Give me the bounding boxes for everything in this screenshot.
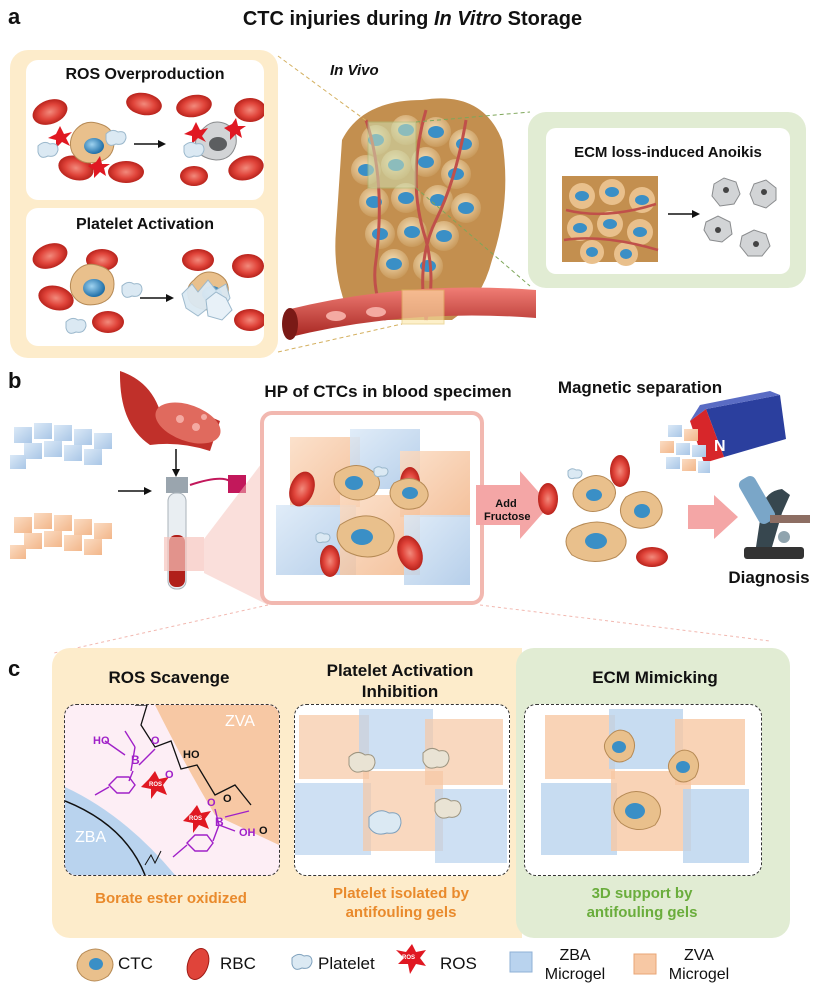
platelet-isolation-illustration <box>295 709 507 863</box>
legend-ctc: CTC <box>118 954 153 973</box>
magnet-icon <box>690 391 786 463</box>
ros-badge-2: ROS <box>189 816 203 822</box>
ecm-anoikis-title: ECM loss-induced Anoikis <box>574 144 762 161</box>
legend-ros: ROS <box>440 954 477 973</box>
borate-ester-caption: Borate ester oxidized <box>95 890 247 907</box>
boron-label-1: B <box>131 753 140 767</box>
pai-card <box>294 704 510 876</box>
panel-a-left-illustration <box>32 92 264 334</box>
rbc-icon <box>32 99 68 125</box>
panel-a-guides <box>277 55 531 353</box>
ros-badge-1: ROS <box>149 782 163 788</box>
panel-c-label: c <box>8 656 21 681</box>
magnetic-separation-title: Magnetic separation <box>557 378 723 397</box>
panel-b-illustration <box>10 371 810 654</box>
oh-label: OH <box>239 827 256 839</box>
borate-ester-diagram <box>65 705 279 875</box>
legend-ros-badge: ROS <box>402 955 416 961</box>
o-label-5: O <box>259 825 268 837</box>
o-label-1: O <box>151 735 160 747</box>
zba-chem-label: ZBA <box>75 829 107 846</box>
legend-rbc: RBC <box>220 954 256 973</box>
diagnosis-label: Diagnosis <box>728 568 810 587</box>
add-fructose-arrow <box>476 471 550 539</box>
tumor-illustration <box>282 98 536 340</box>
microscope-icon <box>738 476 810 559</box>
panel-b-label: b <box>8 368 22 393</box>
legend-icons <box>76 944 657 982</box>
ros-scavenge-card: ZVA ZBA HO B B OH HO ROS ROS O O O O O <box>64 704 280 876</box>
ecm-mimicking-card <box>524 704 762 876</box>
zba-legend-icon <box>509 951 533 973</box>
legend-platelet: Platelet <box>318 954 375 973</box>
zba-microgel-pile <box>10 423 112 469</box>
o-label-2: O <box>165 769 174 781</box>
platelet-legend-icon <box>291 953 313 970</box>
ros-legend-icon <box>396 944 426 974</box>
zva-microgel-pile <box>10 513 112 559</box>
blood-tube-cap <box>166 477 188 493</box>
o-label-3: O <box>207 797 216 809</box>
zva-legend-icon <box>633 953 657 975</box>
anoikis-illustration <box>562 176 777 266</box>
magnet-n-label: N <box>714 438 726 455</box>
ros-scavenge-title: ROS Scavenge <box>108 668 230 687</box>
rbc-legend-icon <box>186 948 210 980</box>
ho-label-1: HO <box>93 735 110 747</box>
boron-label-2: B <box>215 815 224 829</box>
zva-chem-label: ZVA <box>225 713 255 730</box>
panel-a-title: CTC injuries during In Vitro Storage <box>242 8 583 30</box>
o-label-4: O <box>223 793 232 805</box>
ho-label-2: HO <box>183 749 200 761</box>
3d-support-illustration <box>541 709 749 863</box>
in-vivo-label: In Vivo <box>330 62 379 79</box>
ecm-mimicking-title: ECM Mimicking <box>592 668 718 687</box>
hp-title: HP of CTCs in blood specimen <box>264 382 512 401</box>
platelet-activation-title: Platelet Activation <box>75 216 215 233</box>
panel-a-label: a <box>8 4 21 29</box>
ros-overproduction-title: ROS Overproduction <box>65 66 225 83</box>
